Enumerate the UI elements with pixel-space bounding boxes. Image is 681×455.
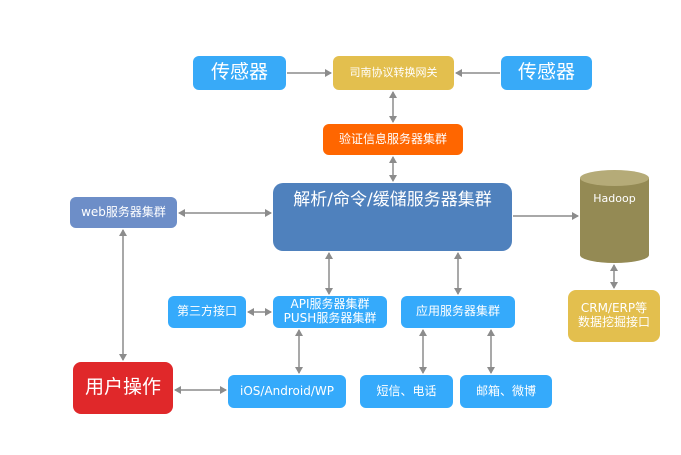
web-cluster-node: web服务器集群 [70,197,177,228]
sms-phone-node: 短信、电话 [360,375,453,408]
crm-interface-node: CRM/ERP等 数据挖掘接口 [568,290,660,342]
app-cluster-label: 应用服务器集群 [415,304,500,319]
api-label-line2: PUSH服务器集群 [283,311,377,325]
sensor-right-node: 传感器 [501,56,592,90]
mobile-label: iOS/Android/WP [240,383,334,398]
hadoop-label: Hadoop [593,192,636,205]
mobile-node: iOS/Android/WP [228,375,346,408]
sensor-right-label: 传感器 [517,61,575,84]
auth-cluster-node: 验证信息服务器集群 [323,124,463,155]
gateway-node: 司南协议转换网关 [333,56,454,90]
web-cluster-label: web服务器集群 [81,204,166,219]
crm-label-line1: CRM/ERP等 [580,301,648,316]
api-cluster-node: API服务器集群 PUSH服务器集群 [273,296,387,328]
gateway-label: 司南协议转换网关 [349,65,438,79]
main-cluster-label: 解析/命令/缓储服务器集群 [293,190,492,210]
api-label-line1: API服务器集群 [290,297,370,312]
user-ops-node: 用户操作 [73,362,173,414]
crm-label-line2: 数据挖掘接口 [577,315,650,329]
auth-cluster-label: 验证信息服务器集群 [338,131,447,146]
email-weibo-label: 邮箱、微博 [475,383,536,398]
sensor-left-label: 传感器 [210,61,268,84]
sensor-left-node: 传感器 [193,56,286,90]
user-ops-label: 用户操作 [84,376,161,399]
app-cluster-node: 应用服务器集群 [401,296,515,328]
email-weibo-node: 邮箱、微博 [460,375,552,408]
hadoop-cylinder [580,170,649,263]
main-cluster-node: 解析/命令/缓储服务器集群 [273,183,512,251]
sms-phone-label: 短信、电话 [376,383,437,398]
third-party-node: 第三方接口 [168,296,246,328]
third-party-label: 第三方接口 [176,304,237,319]
